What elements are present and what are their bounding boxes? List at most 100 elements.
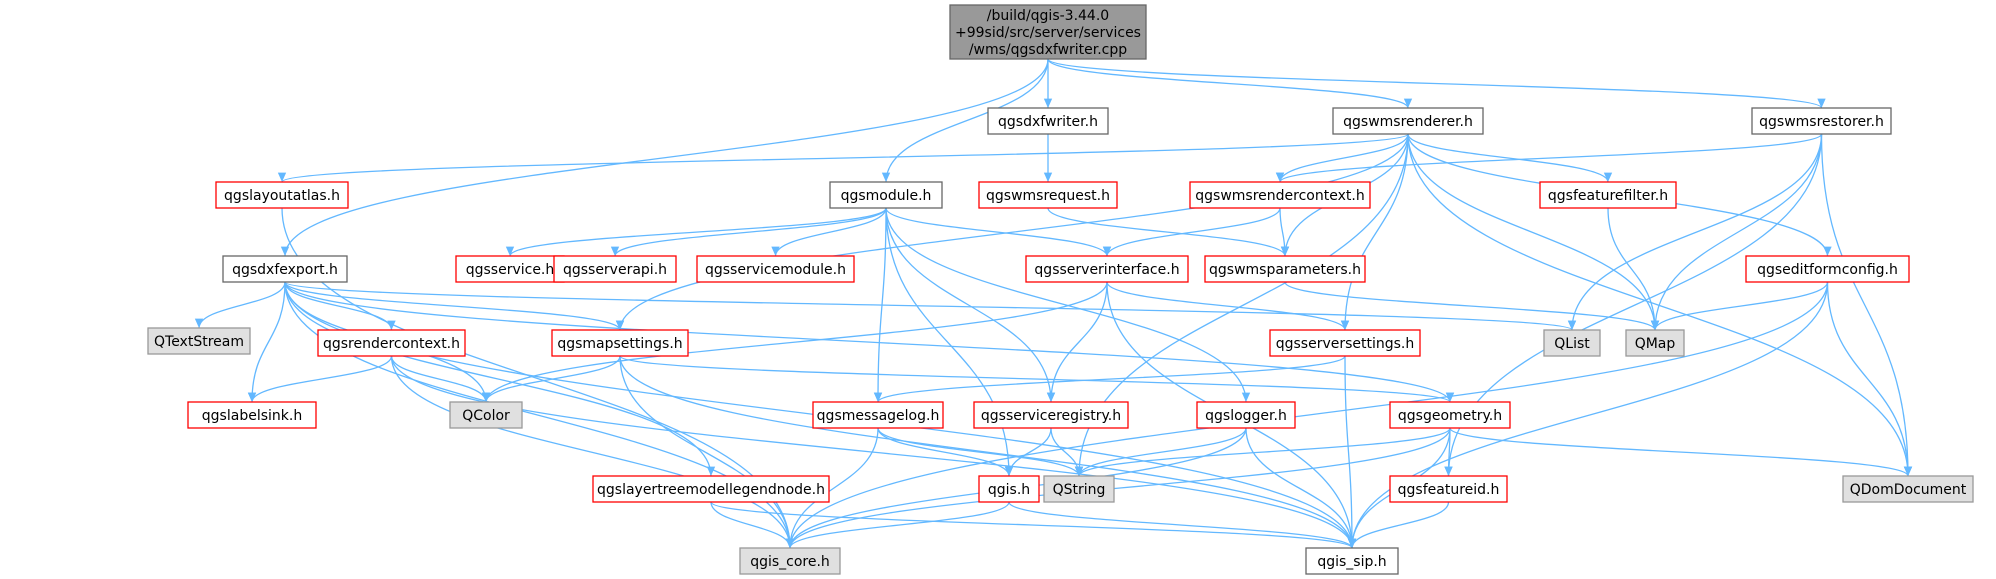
node-qgsfeatureid_h[interactable]: qgsfeatureid.h: [1389, 475, 1508, 503]
edge-qgsrendercontext_h-to-QColor: [390, 355, 491, 403]
node-label-qgslayoutatlas_h-0: qgslayoutatlas.h: [224, 188, 340, 204]
node-QColor[interactable]: QColor: [449, 401, 523, 429]
node-qgswmsrestorer_h[interactable]: qgswmsrestorer.h: [1751, 107, 1892, 135]
node-box-qgslayertreemodellegendnode_h: [592, 475, 830, 503]
edge-qgis_h-to-qgis_core_h: [785, 501, 1010, 549]
node-box-QString: [1043, 475, 1115, 503]
node-box-QList: [1543, 329, 1601, 357]
node-qgsserversettings_h[interactable]: qgsserversettings.h: [1269, 329, 1421, 357]
node-qgis_core_h[interactable]: qgis_core.h: [739, 547, 841, 575]
node-box-qgswmsrestorer_h: [1751, 107, 1892, 135]
node-box-qgsserversettings_h: [1269, 329, 1421, 357]
node-qgsserviceregistry_h[interactable]: qgsserviceregistry.h: [973, 401, 1129, 429]
node-qgswmsrenderer_h[interactable]: qgswmsrenderer.h: [1332, 107, 1484, 135]
node-qgsdxfwriter_h[interactable]: qgsdxfwriter.h: [987, 107, 1109, 135]
edge-qgseditformconfig_h-to-QMap: [1650, 281, 1829, 331]
node-label-qgseditformconfig_h-0: qgseditformconfig.h: [1757, 262, 1898, 278]
node-qgsserverapi_h[interactable]: qgsserverapi.h: [553, 255, 677, 283]
edge-qgsfeatureid_h-to-qgis_sip_h: [1347, 501, 1450, 549]
node-label-qgswmsrendercontext_h-0: qgswmsrendercontext.h: [1195, 188, 1364, 204]
node-QList[interactable]: QList: [1543, 329, 1601, 357]
node-qgswmsparameters_h[interactable]: qgswmsparameters.h: [1204, 255, 1366, 283]
edge-qgsserviceregistry_h-to-QString: [1050, 427, 1084, 477]
node-QString[interactable]: QString: [1043, 475, 1115, 503]
edge-qgsmapsettings_h-to-qgis_sip_h: [619, 355, 1357, 549]
edge-qgsserverinterface_h-to-qgsserversettings_h: [1106, 281, 1350, 331]
node-qgslogger_h[interactable]: qgslogger.h: [1196, 401, 1296, 429]
node-label-qgsservicemodule_h-0: qgsservicemodule.h: [705, 262, 846, 278]
node-box-qgsserviceregistry_h: [973, 401, 1129, 429]
node-label-qgslayertreemodellegendnode_h-0: qgslayertreemodellegendnode.h: [597, 482, 825, 498]
edge-qgsmessagelog_h-to-qgis_h: [877, 427, 1014, 477]
node-box-qgsmessagelog_h: [812, 401, 944, 429]
node-qgslayoutatlas_h[interactable]: qgslayoutatlas.h: [215, 181, 349, 209]
edge-qgsdxfexport_h-to-QTextStream: [194, 281, 286, 329]
node-qgslabelsink_h[interactable]: qgslabelsink.h: [187, 401, 317, 429]
node-qgswmsrequest_h[interactable]: qgswmsrequest.h: [978, 181, 1118, 209]
edge-qgslayertreemodellegendnode_h-to-qgis_sip_h: [710, 501, 1356, 549]
node-box-qgis_h: [978, 475, 1040, 503]
node-box-qgsserverinterface_h: [1025, 255, 1189, 283]
edge-qgsserversettings_h-to-qgsmessagelog_h: [874, 355, 1346, 403]
edge-qgswmsrenderer_h-to-qgsfeaturefilter_h: [1407, 133, 1613, 183]
edge-root-to-qgsmodule_h: [881, 58, 1049, 183]
node-QTextStream[interactable]: QTextStream: [147, 327, 251, 355]
node-box-qgsserverapi_h: [553, 255, 677, 283]
edge-qgslogger_h-to-QString: [1074, 427, 1247, 477]
edge-qgsgeometry_h-to-QString: [1074, 427, 1451, 477]
edge-qgsmodule_h-to-qgsservicemodule_h: [771, 207, 887, 257]
node-label-qgsmodule_h-0: qgsmodule.h: [841, 188, 932, 204]
node-label-qgswmsrestorer_h-0: qgswmsrestorer.h: [1759, 114, 1884, 130]
node-qgis_sip_h[interactable]: qgis_sip.h: [1305, 547, 1399, 575]
node-label-qgsserverapi_h-0: qgsserverapi.h: [563, 262, 667, 278]
edge-qgsmessagelog_h-to-qgis_core_h: [785, 427, 879, 549]
edge-qgsdxfexport_h-to-qgsmapsettings_h: [284, 281, 625, 331]
edge-root-to-qgswmsrenderer_h: [1047, 58, 1413, 109]
node-box-qgsmodule_h: [829, 181, 943, 209]
edge-qgswmsrestorer_h-to-QMap: [1650, 133, 1823, 331]
node-QDomDocument[interactable]: QDomDocument: [1842, 475, 1974, 503]
node-box-qgsservicemodule_h: [696, 255, 855, 283]
node-QMap[interactable]: QMap: [1625, 329, 1685, 357]
node-qgseditformconfig_h[interactable]: qgseditformconfig.h: [1745, 255, 1910, 283]
node-label-QString-0: QString: [1053, 482, 1106, 498]
edge-qgis_h-to-qgis_sip_h: [1008, 501, 1357, 549]
node-qgsgeometry_h[interactable]: qgsgeometry.h: [1389, 401, 1511, 429]
edge-qgswmsparameters_h-to-QMap: [1284, 281, 1660, 331]
node-qgsserverinterface_h[interactable]: qgsserverinterface.h: [1025, 255, 1189, 283]
node-label-qgis_core_h-0: qgis_core.h: [750, 554, 830, 570]
edge-qgsmessagelog_h-to-QString: [877, 427, 1084, 477]
node-box-qgsrendercontext_h: [317, 329, 466, 357]
node-qgsfeaturefilter_h[interactable]: qgsfeaturefilter.h: [1539, 181, 1677, 209]
edge-qgsmodule_h-to-qgsservice_h: [505, 207, 887, 257]
edge-qgseditformconfig_h-to-qgis_sip_h: [1347, 281, 1829, 549]
edge-qgsmodule_h-to-qgsserverinterface_h: [885, 207, 1112, 257]
edge-qgsdxfexport_h-to-qgsgeometry_h: [284, 281, 1454, 403]
node-qgswmsrendercontext_h[interactable]: qgswmsrendercontext.h: [1189, 181, 1371, 209]
edge-qgseditformconfig_h-to-qgis_core_h: [785, 281, 1829, 549]
edge-qgswmsrequest_h-to-qgswmsparameters_h: [1047, 207, 1290, 257]
edge-qgsmapsettings_h-to-QColor: [481, 355, 621, 403]
edge-qgsdxfexport_h-to-QList: [284, 281, 1576, 331]
node-label-qgsfeaturefilter_h-0: qgsfeaturefilter.h: [1548, 188, 1668, 204]
edge-root-to-qgsdxfexport_h: [280, 58, 1049, 257]
node-qgslayertreemodellegendnode_h[interactable]: qgslayertreemodellegendnode.h: [592, 475, 830, 503]
node-qgsmessagelog_h[interactable]: qgsmessagelog.h: [812, 401, 944, 429]
node-qgsservice_h[interactable]: qgsservice.h: [455, 255, 565, 283]
node-qgsrendercontext_h[interactable]: qgsrendercontext.h: [317, 329, 466, 357]
node-box-qgswmsparameters_h: [1204, 255, 1366, 283]
edge-qgswmsrendercontext_h-to-qgsserverinterface_h: [1102, 207, 1281, 257]
node-qgis_h[interactable]: qgis.h: [978, 475, 1040, 503]
node-box-qgsdxfwriter_h: [987, 107, 1109, 135]
node-box-qgis_sip_h: [1305, 547, 1399, 575]
edge-qgsserviceregistry_h-to-qgis_h: [1004, 427, 1052, 477]
node-qgsmodule_h[interactable]: qgsmodule.h: [829, 181, 943, 209]
node-label-QTextStream-0: QTextStream: [154, 334, 244, 350]
node-qgsservicemodule_h[interactable]: qgsservicemodule.h: [696, 255, 855, 283]
edge-qgswmsrestorer_h-to-qgswmsrendercontext_h: [1276, 133, 1823, 183]
node-qgsdxfexport_h[interactable]: qgsdxfexport.h: [222, 255, 348, 283]
node-qgsmapsettings_h[interactable]: qgsmapsettings.h: [551, 329, 689, 357]
node-root[interactable]: /build/qgis-3.44.0+99sid/src/server/serv…: [949, 4, 1147, 60]
edge-qgswmsrendercontext_h-to-qgswmsparameters_h: [1279, 207, 1290, 257]
node-box-qgsfeatureid_h: [1389, 475, 1508, 503]
